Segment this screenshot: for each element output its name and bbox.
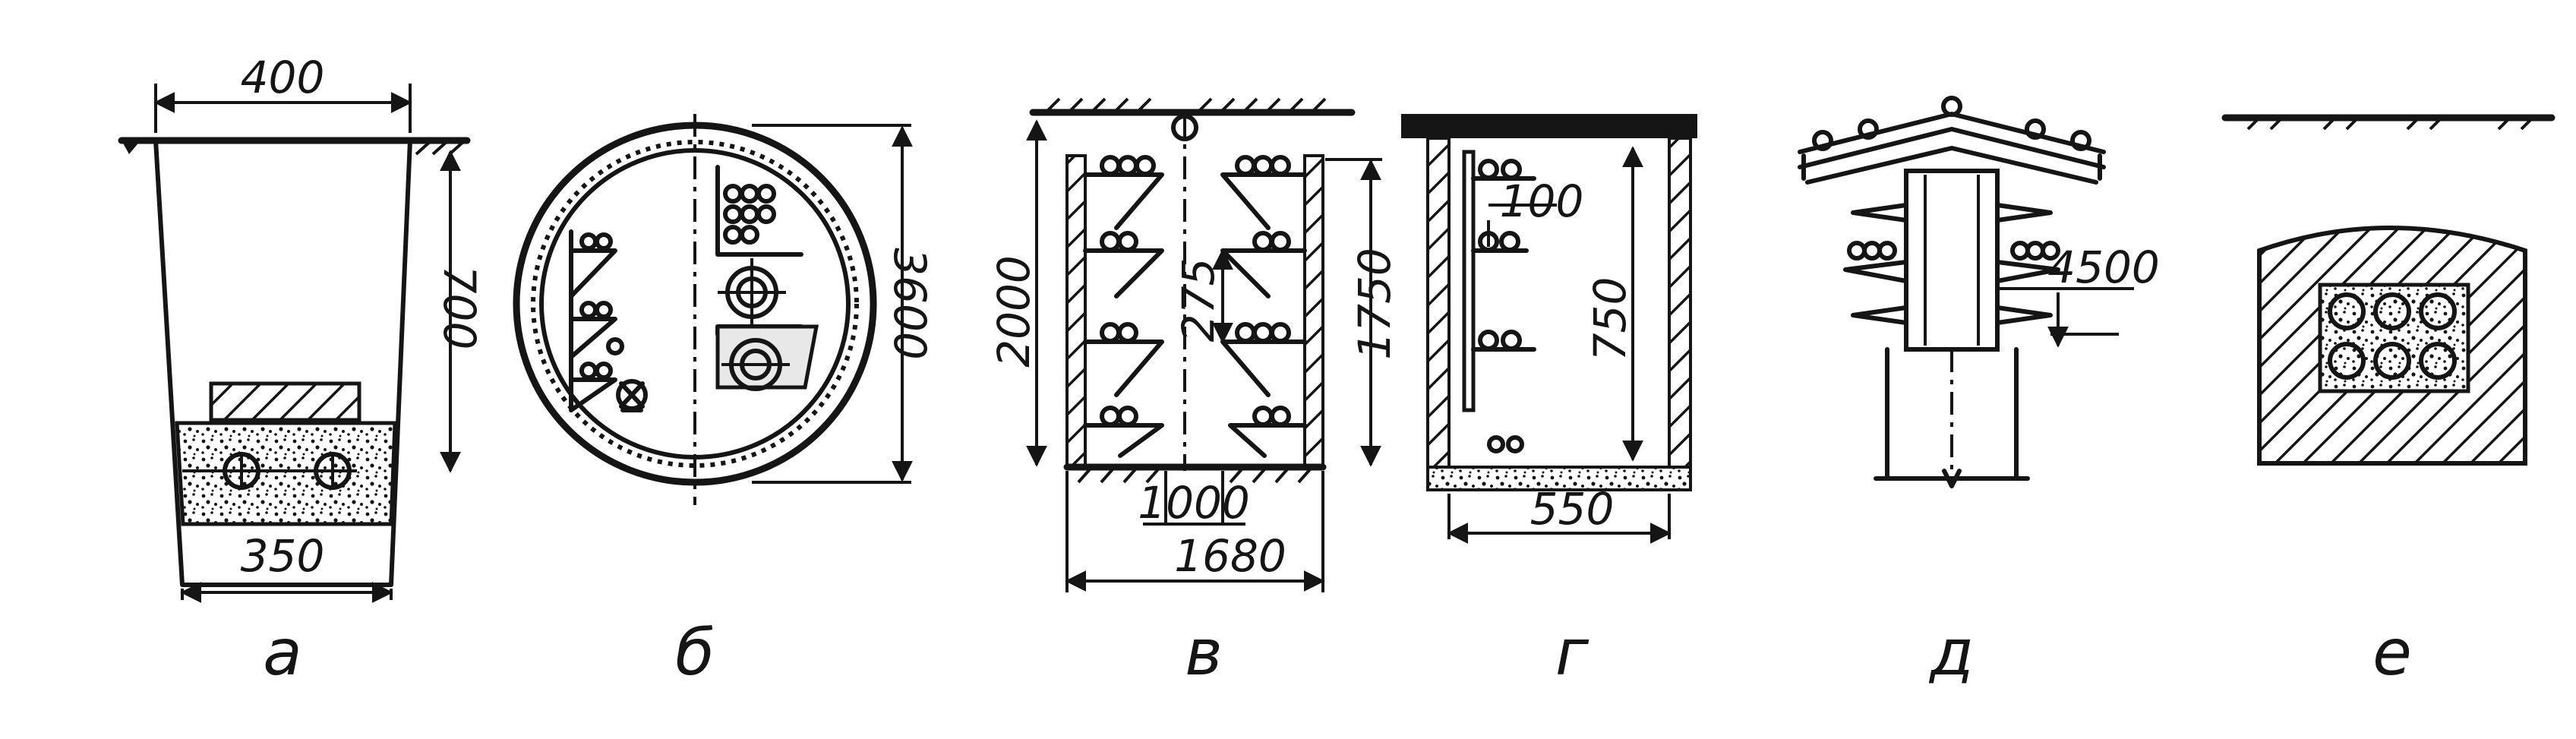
caption-d: д — [1928, 615, 1974, 690]
duct-bank — [2318, 283, 2470, 393]
pipe-upper — [718, 258, 786, 327]
caption-a: а — [263, 615, 301, 690]
floor — [1426, 466, 1692, 491]
wall-left — [1426, 137, 1451, 485]
dim-width: 550 — [1530, 483, 1615, 535]
shelves-right — [1220, 155, 1307, 458]
cable-shelves-right — [715, 165, 803, 336]
vertical-rack — [1462, 150, 1476, 412]
wall-left — [1065, 154, 1087, 469]
brackets-left — [1843, 203, 1908, 325]
dim-shelf-height: 1750 — [1349, 248, 1400, 360]
dim-bottom-width: 350 — [241, 530, 325, 582]
dim-height: 750 — [1584, 277, 1636, 362]
shelves-left — [1083, 155, 1164, 458]
dim-wall-height: 2000 — [988, 255, 1040, 368]
top-ground-hatch — [1046, 97, 1327, 112]
dim-diameter: 3600 — [884, 248, 936, 360]
panel-d-overhead-rack: 4500 д — [1798, 96, 2160, 690]
ground-hatch — [2246, 116, 2534, 131]
panel-v-tunnel: 2000 1750 275 1000 1680 в — [988, 97, 1400, 690]
caption-g: г — [1555, 615, 1589, 690]
protective-slab — [209, 381, 361, 422]
panel-b-circular-collector: 3600 б — [513, 114, 936, 690]
panel-g-channel: 100 750 550 г — [1401, 114, 1697, 690]
column — [1904, 169, 2000, 352]
dim-passage: 1000 — [1138, 477, 1250, 529]
brackets-right — [1995, 203, 2060, 325]
dim-shelf-pitch: 100 — [1500, 175, 1584, 227]
sand-bed — [175, 421, 397, 526]
dim-height: 700 — [434, 266, 485, 350]
dim-shelf-pitch: 275 — [1173, 258, 1224, 343]
cover-slab — [1401, 114, 1697, 138]
caption-v: в — [1185, 615, 1223, 690]
panel-e-concrete-block: е — [2221, 114, 2555, 690]
valve — [616, 379, 648, 412]
dim-height: 4500 — [2047, 242, 2160, 293]
cable-circles — [182, 452, 357, 490]
panel-a-trench: 400 700 350 а — [118, 52, 485, 690]
dim-top-width: 400 — [241, 52, 325, 103]
wall-right — [1303, 154, 1324, 469]
pipe-lower — [715, 324, 819, 391]
caption-b: б — [675, 615, 715, 690]
cable-shelves-left — [569, 229, 624, 412]
floor-hatch — [1077, 468, 1312, 484]
dim-width: 1680 — [1174, 530, 1286, 582]
wall-right — [1668, 137, 1692, 485]
caption-e: е — [2372, 615, 2412, 690]
canopy — [1798, 96, 2106, 185]
